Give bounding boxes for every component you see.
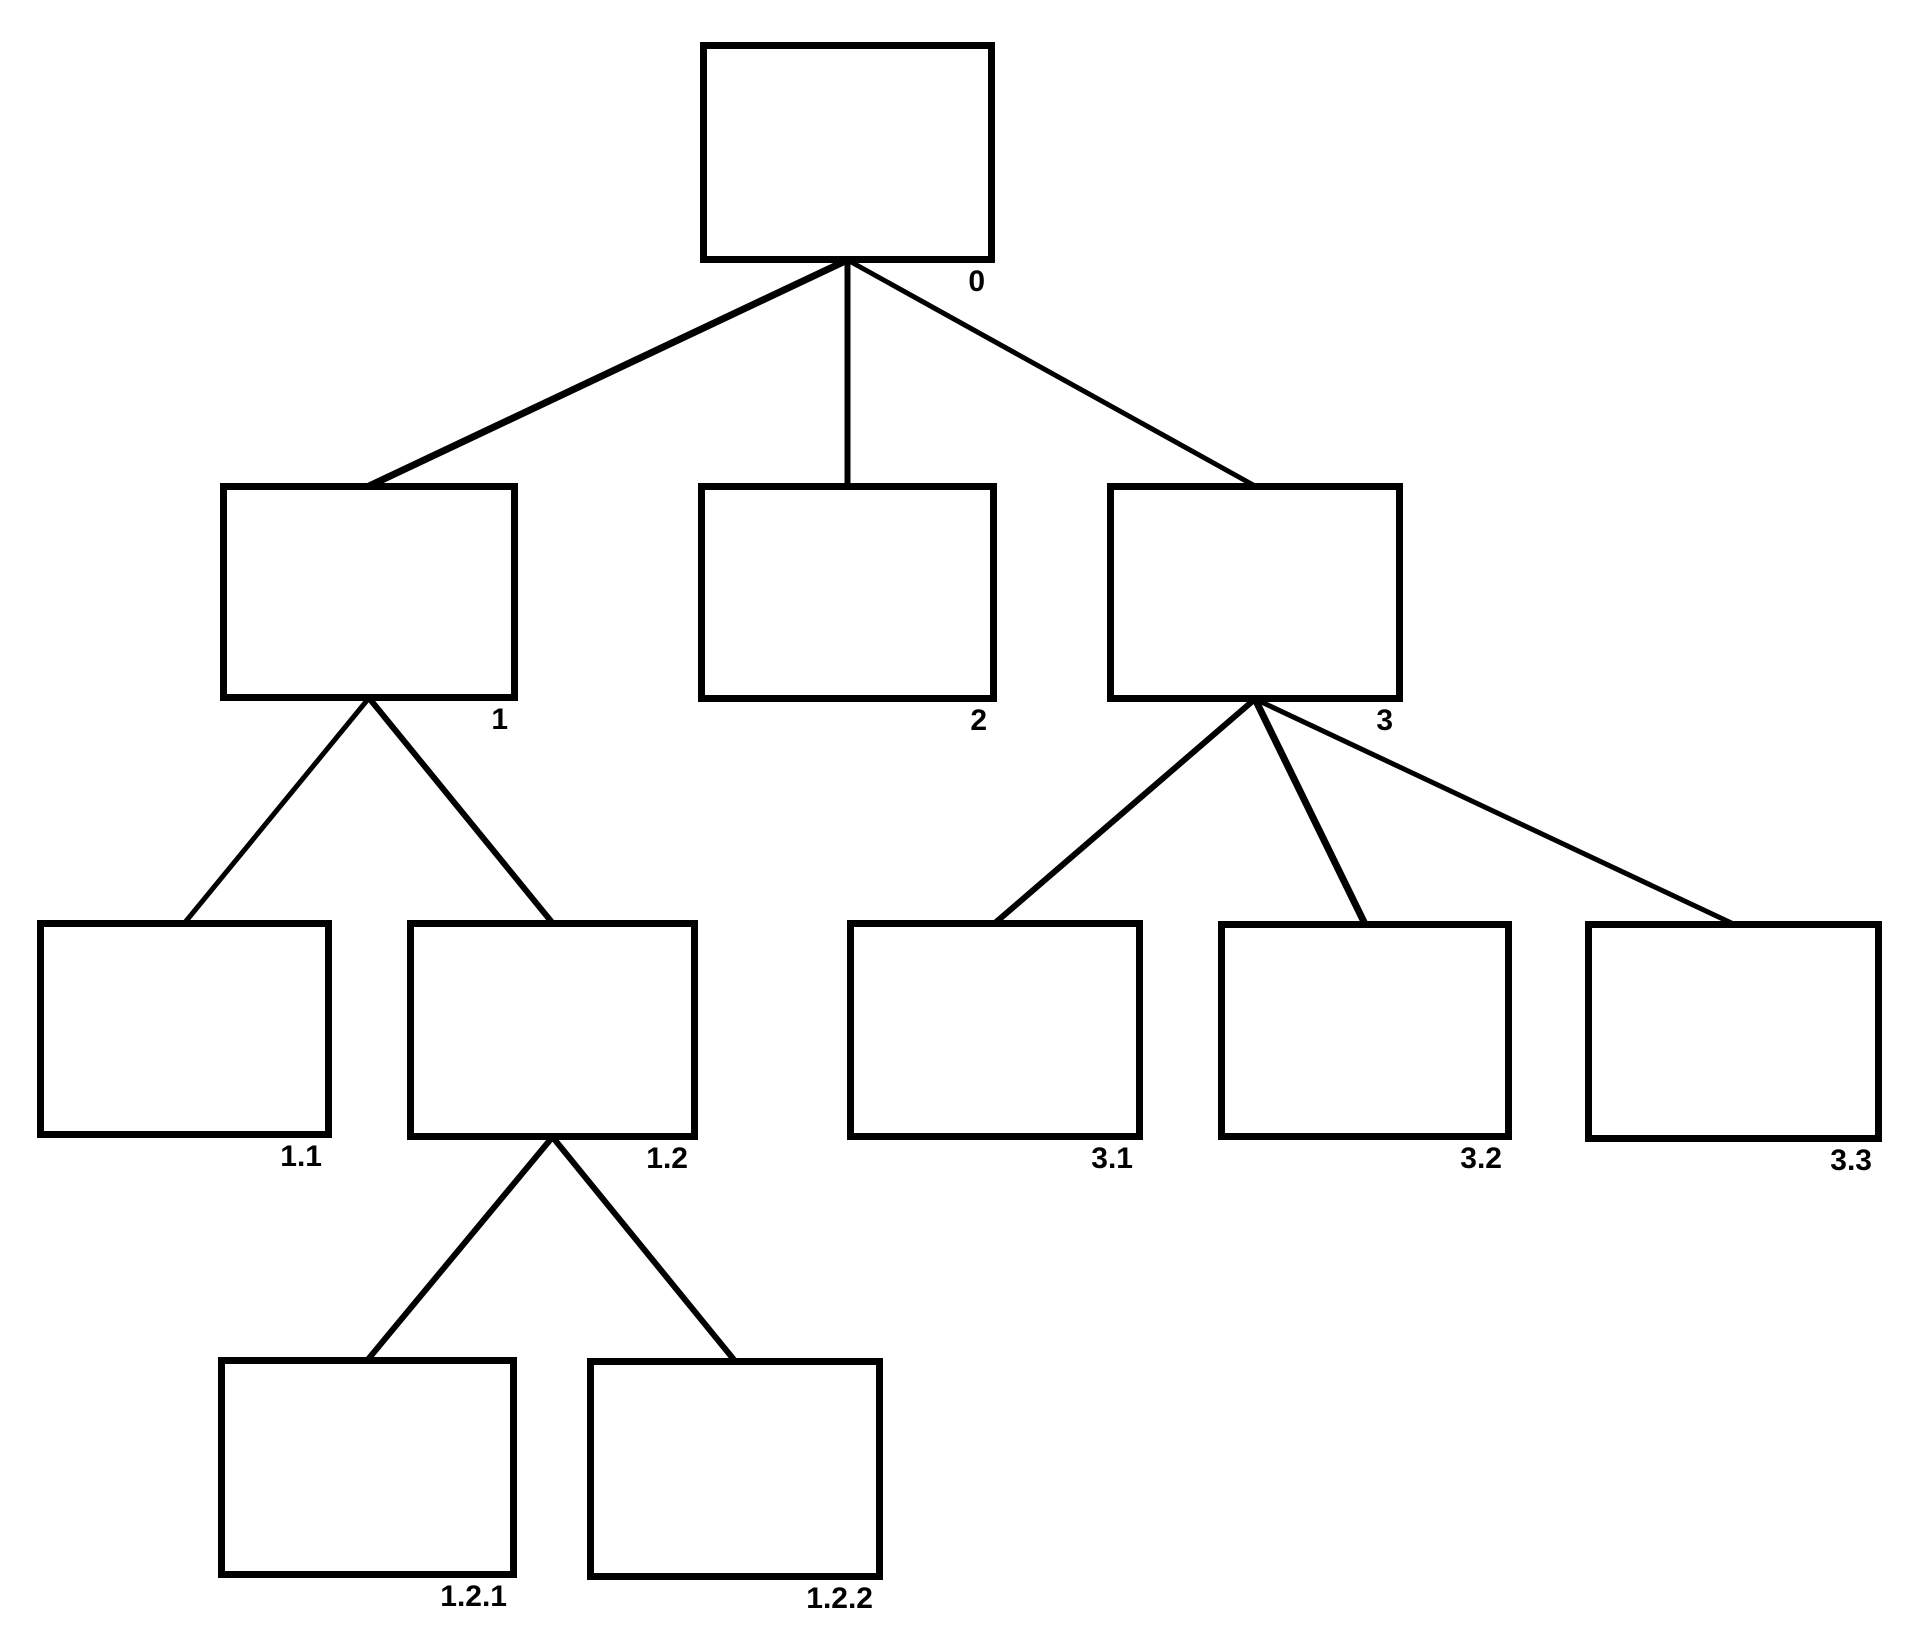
tree-node-3 — [1107, 483, 1403, 702]
tree-node-2 — [698, 483, 997, 702]
tree-node-3.1 — [847, 920, 1143, 1140]
connector-0-to-1 — [367, 256, 849, 490]
tree-node-1.2 — [407, 920, 698, 1140]
tree-node-1.2.1 — [218, 1357, 517, 1578]
connector-0-to-3 — [846, 257, 1257, 489]
node-label-3.2: 3.2 — [1460, 1142, 1502, 1175]
node-label-3: 3 — [1376, 704, 1393, 737]
tree-node-1.2.2 — [587, 1358, 883, 1580]
connector-1.2-to-1.2.1 — [365, 1135, 555, 1362]
node-label-1.2.1: 1.2.1 — [440, 1580, 507, 1613]
tree-node-3.2 — [1218, 921, 1512, 1140]
tree-node-0 — [700, 42, 995, 263]
node-label-3.3: 3.3 — [1830, 1144, 1872, 1177]
tree-node-1 — [220, 483, 518, 701]
node-label-3.1: 3.1 — [1091, 1142, 1133, 1175]
node-label-1.1: 1.1 — [280, 1140, 322, 1173]
node-label-0: 0 — [968, 265, 985, 298]
tree-node-3.3 — [1585, 921, 1882, 1142]
node-label-1: 1 — [491, 703, 508, 736]
node-label-2: 2 — [970, 704, 987, 737]
tree-node-1.1 — [37, 920, 332, 1138]
connector-1-to-1.1 — [182, 696, 371, 925]
connector-3-to-3.1 — [993, 696, 1257, 926]
connector-3-to-3.3 — [1253, 696, 1735, 927]
node-label-1.2: 1.2 — [646, 1142, 688, 1175]
connector-3-to-3.2 — [1251, 697, 1369, 926]
node-label-1.2.2: 1.2.2 — [806, 1582, 873, 1615]
connector-1.2-to-1.2.2 — [550, 1135, 738, 1363]
connector-1-to-1.2 — [366, 696, 555, 925]
